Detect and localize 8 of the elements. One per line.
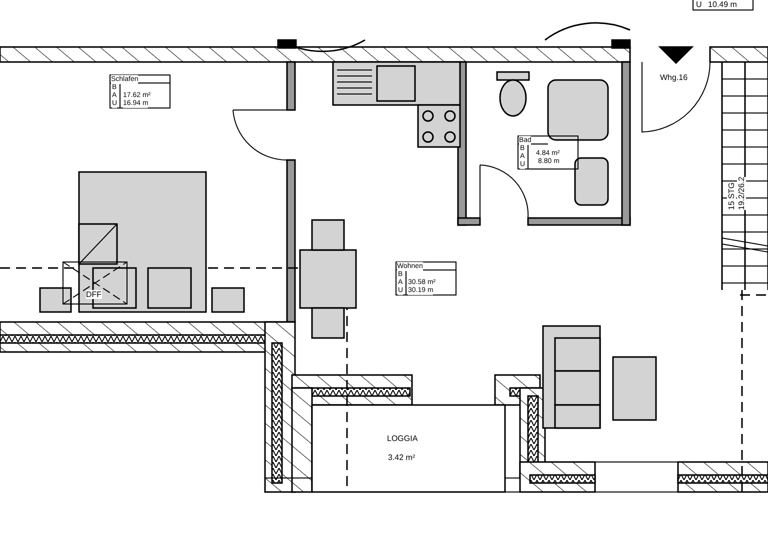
- area-value: 3.42 m²: [388, 453, 416, 462]
- window-label: DFF: [86, 290, 102, 299]
- apartment-label: Whg.16: [660, 73, 688, 82]
- room-name: LOGGIA: [387, 434, 418, 443]
- stair-label: 15 STG: [727, 182, 736, 210]
- area-value: 10.49 m: [708, 0, 737, 9]
- area-label: U: [696, 0, 702, 9]
- stair-label: 19.2/26.2: [737, 176, 746, 210]
